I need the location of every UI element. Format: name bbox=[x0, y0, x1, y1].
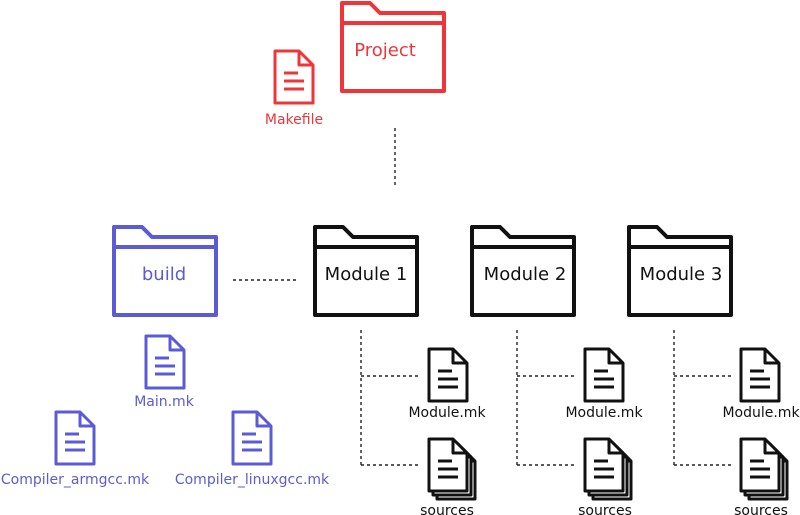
module-3-mk-file: Module.mk bbox=[722, 347, 800, 421]
makefile: Makefile bbox=[265, 49, 323, 128]
project-folder: Project bbox=[340, 1, 446, 93]
build-folder-label: build bbox=[142, 264, 186, 285]
module-3-sources: sources bbox=[734, 437, 789, 515]
module-3-sources-label: sources bbox=[734, 503, 788, 515]
compiler-linuxgcc-file: Compiler_linuxgcc.mk bbox=[175, 410, 330, 488]
module-3-label: Module 3 bbox=[640, 264, 723, 285]
module-1-sources-label: sources bbox=[420, 503, 474, 515]
module-1-sources: sources bbox=[420, 437, 477, 515]
module-1-label: Module 1 bbox=[325, 264, 408, 285]
module-2-label: Module 2 bbox=[484, 264, 567, 285]
main-mk-file: Main.mk bbox=[134, 334, 195, 410]
document-icon bbox=[54, 410, 96, 466]
module-3-mk-label: Module.mk bbox=[722, 405, 800, 421]
module-2-sources-label: sources bbox=[578, 503, 632, 515]
compiler-armgcc-file: Compiler_armgcc.mk bbox=[1, 410, 150, 488]
document-icon bbox=[427, 347, 469, 403]
document-icon bbox=[583, 347, 625, 403]
module-1-mk-file: Module.mk bbox=[408, 347, 486, 421]
module-1-mk-label: Module.mk bbox=[408, 405, 486, 421]
documents-stack-icon bbox=[427, 437, 477, 501]
compiler-linuxgcc-label: Compiler_linuxgcc.mk bbox=[175, 472, 330, 488]
module-2-sources: sources bbox=[578, 437, 633, 515]
module-1-folder: Module 1 bbox=[313, 225, 419, 317]
document-icon bbox=[739, 347, 781, 403]
compiler-armgcc-label: Compiler_armgcc.mk bbox=[1, 472, 150, 488]
documents-stack-icon bbox=[739, 437, 789, 501]
project-folder-label: Project bbox=[354, 40, 416, 61]
module-3-folder: Module 3 bbox=[627, 225, 733, 317]
module-2-folder: Module 2 bbox=[470, 225, 576, 317]
main-mk-label: Main.mk bbox=[134, 394, 195, 410]
document-icon bbox=[144, 334, 186, 390]
build-folder: build bbox=[112, 225, 218, 317]
connectors bbox=[233, 128, 733, 466]
module-2-mk-file: Module.mk bbox=[565, 347, 643, 421]
document-icon bbox=[231, 410, 273, 466]
document-icon bbox=[273, 49, 315, 105]
documents-stack-icon bbox=[583, 437, 633, 501]
makefile-label: Makefile bbox=[265, 112, 323, 128]
module-2-mk-label: Module.mk bbox=[565, 405, 643, 421]
